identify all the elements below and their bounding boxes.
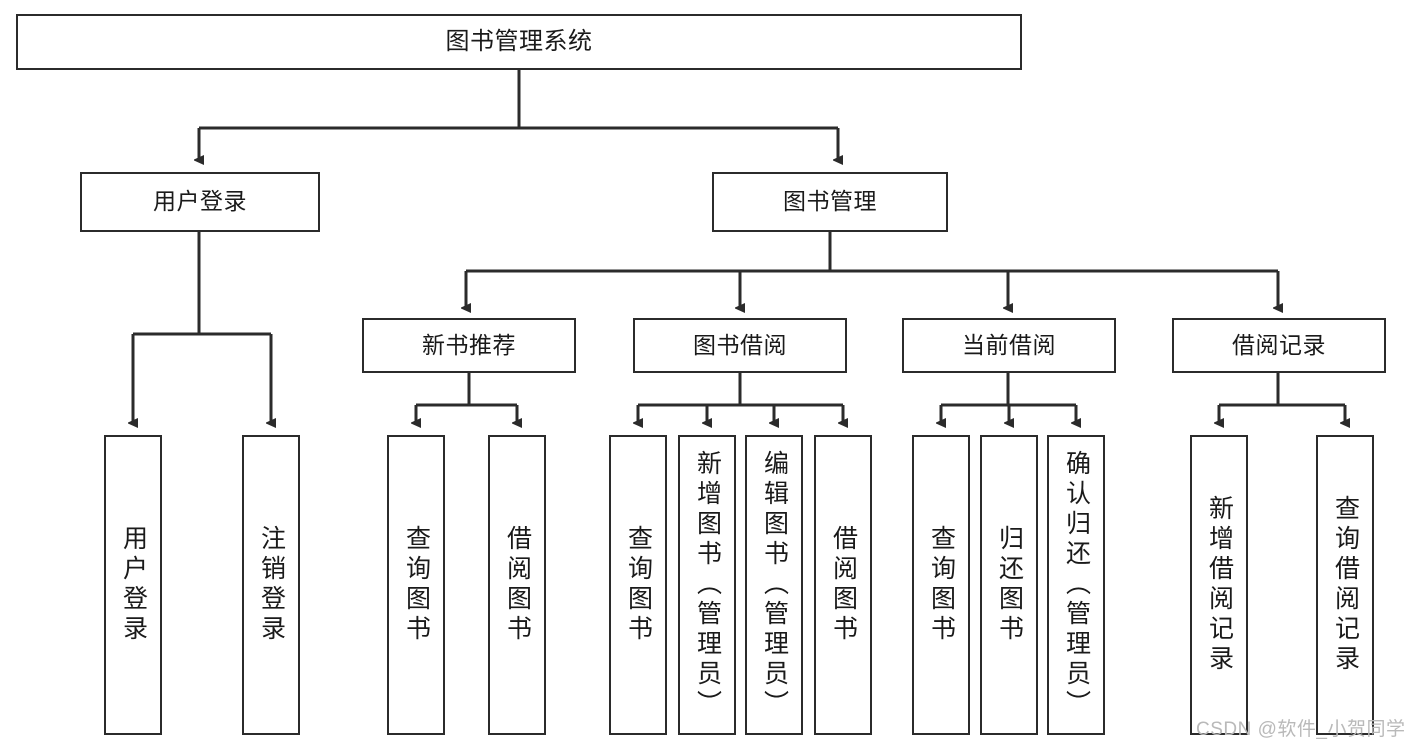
node-leaf-borrow-book-b[interactable]: 借阅图书 (814, 435, 872, 735)
node-user-login-label: 用户登录 (153, 188, 247, 215)
node-leaf-add-record-label: 新增借阅记录 (1205, 495, 1234, 675)
node-leaf-edit-book-label: 编辑图书（管理员） (760, 450, 789, 720)
node-root[interactable]: 图书管理系统 (16, 14, 1022, 70)
node-borrow-record-label: 借阅记录 (1232, 331, 1326, 358)
node-new-book-recommend[interactable]: 新书推荐 (362, 318, 576, 373)
node-leaf-add-record[interactable]: 新增借阅记录 (1190, 435, 1248, 735)
node-leaf-query-book-a[interactable]: 查询图书 (387, 435, 445, 735)
node-leaf-user-logout[interactable]: 注销登录 (242, 435, 300, 735)
node-leaf-confirm-return-label: 确认归还（管理员） (1062, 450, 1091, 720)
node-leaf-borrow-book-b-label: 借阅图书 (829, 525, 858, 645)
node-leaf-query-book-a-label: 查询图书 (402, 525, 431, 645)
node-root-label: 图书管理系统 (445, 27, 593, 55)
node-current-borrow[interactable]: 当前借阅 (902, 318, 1116, 373)
node-new-book-recommend-label: 新书推荐 (422, 331, 516, 358)
node-leaf-borrow-book-a-label: 借阅图书 (503, 525, 532, 645)
node-leaf-user-login[interactable]: 用户登录 (104, 435, 162, 735)
node-leaf-return-book[interactable]: 归还图书 (980, 435, 1038, 735)
node-book-manage[interactable]: 图书管理 (712, 172, 948, 232)
node-leaf-borrow-book-a[interactable]: 借阅图书 (488, 435, 546, 735)
node-current-borrow-label: 当前借阅 (962, 331, 1056, 358)
node-leaf-user-logout-label: 注销登录 (257, 525, 286, 645)
node-leaf-query-book-c-label: 查询图书 (927, 525, 956, 645)
node-book-borrow-label: 图书借阅 (693, 331, 787, 358)
node-leaf-query-record-label: 查询借阅记录 (1331, 495, 1360, 675)
node-leaf-query-book-b[interactable]: 查询图书 (609, 435, 667, 735)
node-leaf-edit-book[interactable]: 编辑图书（管理员） (745, 435, 803, 735)
node-leaf-user-login-label: 用户登录 (119, 525, 148, 645)
node-leaf-add-book[interactable]: 新增图书（管理员） (678, 435, 736, 735)
node-book-manage-label: 图书管理 (783, 188, 877, 215)
node-leaf-add-book-label: 新增图书（管理员） (693, 450, 722, 720)
node-leaf-return-book-label: 归还图书 (995, 525, 1024, 645)
node-leaf-query-book-c[interactable]: 查询图书 (912, 435, 970, 735)
node-leaf-query-book-b-label: 查询图书 (624, 525, 653, 645)
node-user-login[interactable]: 用户登录 (80, 172, 320, 232)
node-leaf-query-record[interactable]: 查询借阅记录 (1316, 435, 1374, 735)
node-book-borrow[interactable]: 图书借阅 (633, 318, 847, 373)
node-leaf-confirm-return[interactable]: 确认归还（管理员） (1047, 435, 1105, 735)
watermark-text: CSDN @软件_小贺同学 (1196, 719, 1405, 740)
node-borrow-record[interactable]: 借阅记录 (1172, 318, 1386, 373)
